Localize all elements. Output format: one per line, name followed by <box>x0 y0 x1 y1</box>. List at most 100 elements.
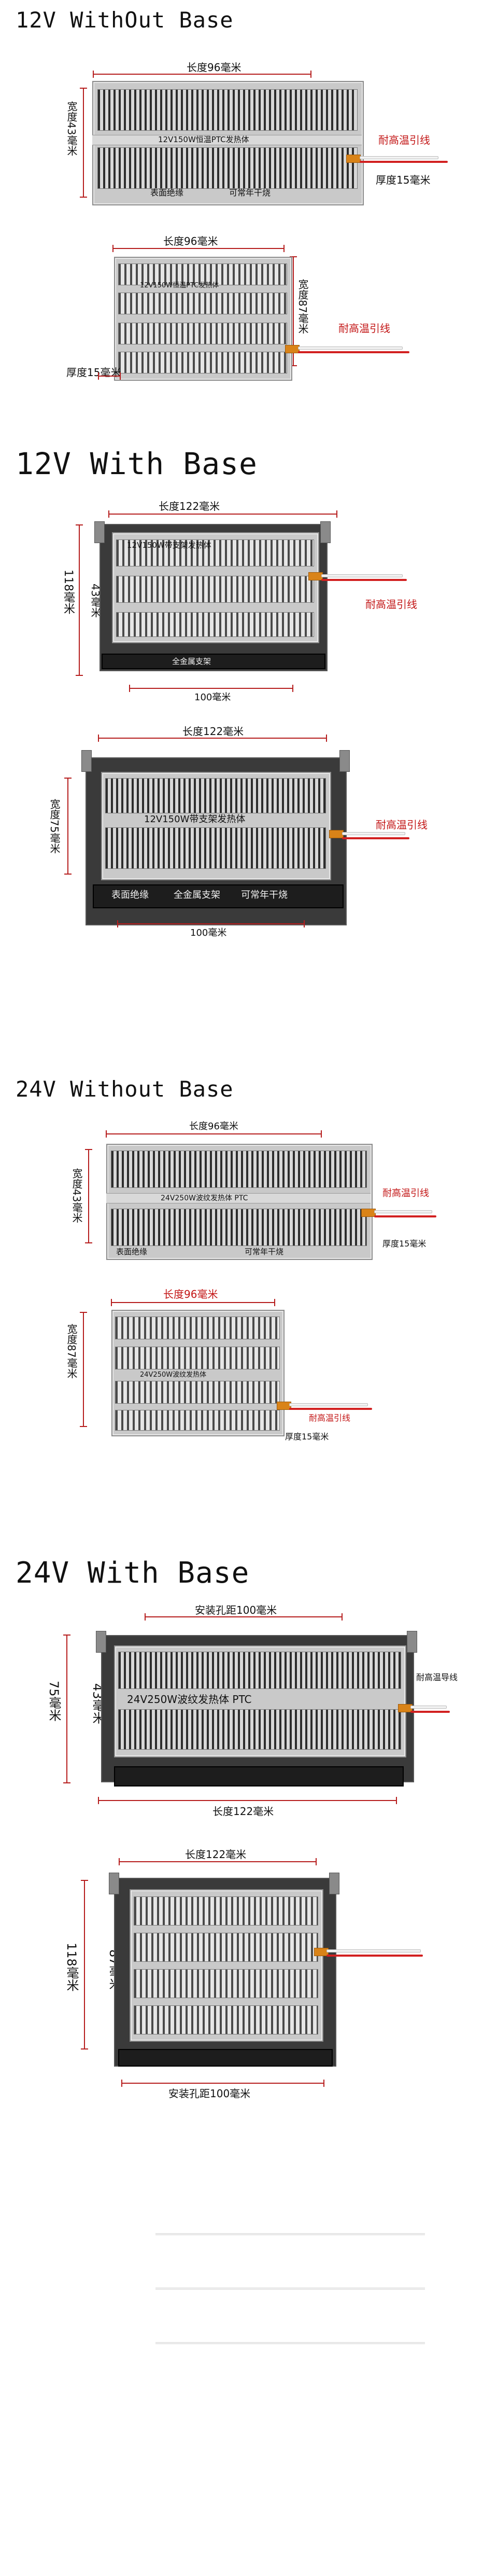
height-label: 118毫米 <box>62 570 75 614</box>
width-dimension-arrow <box>80 1312 87 1427</box>
heater-strip <box>106 1193 371 1203</box>
insulation-label: 表面绝缘 <box>150 188 184 198</box>
wire-connector <box>361 1209 376 1217</box>
heater-fins-3 <box>134 1969 318 1998</box>
length-label: 长度96毫米 <box>163 1288 218 1300</box>
metal-base <box>102 654 325 669</box>
wire-label: 耐高温引线 <box>338 322 390 335</box>
length-dimension-arrow <box>111 1299 275 1306</box>
model-label: 12V150W带支架发热体 <box>127 541 211 550</box>
model-label: 12V150W恒温PTC发热体 <box>140 282 219 289</box>
width-label: 43毫米 <box>89 584 102 618</box>
bracket-label: 全金属支架 <box>172 657 211 666</box>
model-label: 24V250W波纹发热体 PTC <box>127 1693 252 1706</box>
red-wire <box>289 1408 372 1410</box>
thickness-label: 厚度15毫米 <box>376 174 431 186</box>
wire-label: 耐高温引线 <box>378 134 430 146</box>
bottom-label: 长度122毫米 <box>212 1805 274 1818</box>
section-12v-without-base-title: 12V WithOut Base <box>16 7 234 33</box>
red-wire <box>374 1215 436 1217</box>
height-label: 75毫米 <box>47 1681 61 1722</box>
metal-base <box>118 2049 333 2067</box>
model-label: 12V150W带支架发热体 <box>144 814 246 825</box>
model-label: 12V150W恒温PTC发热体 <box>158 135 249 144</box>
left-bracket-top <box>81 750 92 772</box>
wire-label: 耐高温引线 <box>382 1188 429 1199</box>
red-wire <box>298 351 409 353</box>
heater-fins-top <box>118 1652 401 1689</box>
bottom-label: 100毫米 <box>194 692 231 703</box>
left-bracket-top <box>96 1631 106 1653</box>
thickness-label: 厚度15毫米 <box>66 366 121 379</box>
product-12v-without-base-1: 长度96毫米 宽度43毫米 12V150W恒温PTC发热体 表面绝缘 可常年干烧… <box>62 57 448 233</box>
heater-fins-2 <box>118 293 287 314</box>
section-24v-with-base-title: 24V With Base <box>16 1556 250 1590</box>
length-dimension-arrow <box>112 245 285 252</box>
heater-fins-4 <box>118 352 287 373</box>
width-label: 宽度87毫米 <box>296 279 309 334</box>
heater-fins-4 <box>115 1410 280 1431</box>
white-wire <box>321 574 403 577</box>
white-wire <box>326 1949 421 1952</box>
heater-fins-bottom <box>105 827 326 869</box>
insulation-label: 表面绝缘 <box>116 1247 148 1256</box>
heater-fins-1 <box>134 1896 318 1926</box>
bottom-dimension-arrow <box>121 2080 324 2087</box>
heater-fins-top <box>105 778 326 813</box>
wire-label: 耐高温引线 <box>365 598 417 611</box>
length-dimension-arrow <box>108 510 337 518</box>
heater-fins-2 <box>115 1347 280 1369</box>
width-dimension-arrow <box>290 256 297 366</box>
bottom-dimension-arrow <box>129 685 293 692</box>
wire-label: 耐高温引线 <box>376 819 428 831</box>
model-label: 24V250W波纹发热体 <box>140 1371 207 1379</box>
length-label: 长度96毫米 <box>189 1121 238 1132</box>
white-wire <box>298 347 403 350</box>
red-wire <box>342 837 409 839</box>
heater-fins-top <box>111 1151 367 1188</box>
heater-fins-bottom <box>97 147 358 189</box>
wire-connector <box>308 572 323 580</box>
wire-label: 耐高温导线 <box>416 1672 458 1682</box>
insulation-label: 表面绝缘 <box>111 890 149 901</box>
width-dimension-arrow <box>64 778 72 875</box>
heater-fins-4 <box>134 2005 318 2034</box>
white-wire <box>289 1403 368 1406</box>
thickness-label: 厚度15毫米 <box>285 1432 329 1442</box>
bottom-dimension-arrow <box>117 920 305 927</box>
wire-connector <box>285 345 300 353</box>
product-24v-without-base-2: 长度96毫米 宽度87毫米 24V250W波纹发热体 耐高温引线 厚度15毫米 <box>62 1286 425 1458</box>
red-wire <box>360 161 448 163</box>
section-24v-without-base-title: 24V Without Base <box>16 1076 234 1102</box>
heater-fins-2 <box>116 576 314 603</box>
empty-bottom-strip-3 <box>155 2342 425 2344</box>
top-dimension-arrow <box>145 1613 343 1621</box>
right-bracket-top <box>339 750 350 772</box>
heater-fins-3 <box>116 612 314 637</box>
metal-base <box>114 1766 404 1786</box>
model-label: 24V250W波纹发热体 PTC <box>161 1194 248 1202</box>
height-dimension-arrow <box>81 1880 88 2049</box>
width-label: 宽度87毫米 <box>65 1324 78 1379</box>
length-dimension-arrow <box>93 71 311 78</box>
right-bracket-top <box>320 521 331 543</box>
heater-fins-1 <box>118 264 287 285</box>
left-bracket-top <box>94 521 105 543</box>
length-label: 长度96毫米 <box>163 235 218 247</box>
product-12v-without-base-2: 长度96毫米 宽度87毫米 12V150W恒温PTC发热体 耐高温引线 厚度15… <box>57 228 430 405</box>
heater-fins-top <box>97 89 358 131</box>
product-24v-without-base-1: 长度96毫米 宽度43毫米 24V250W波纹发热体 PTC 表面绝缘 可常年干… <box>67 1120 441 1284</box>
height-dimension-arrow <box>63 1635 70 1783</box>
top-label: 安装孔距100毫米 <box>195 1604 277 1616</box>
left-bracket-top <box>109 1873 119 1894</box>
white-wire <box>342 832 405 835</box>
metal-base <box>93 884 344 908</box>
width-dimension-arrow <box>80 88 87 198</box>
product-12v-with-base-1: 长度122毫米 118毫米 43毫米 12V150W带支架发热体 全金属支架 耐… <box>62 498 435 721</box>
thickness-dimension-arrow <box>98 372 121 380</box>
width-label: 宽度75毫米 <box>48 799 61 854</box>
dry-burn-label: 可常年干烧 <box>245 1247 284 1256</box>
product-12v-with-base-2: 长度122毫米 宽度75毫米 12V150W带支架发热体 表面绝缘 全金属支架 … <box>48 721 443 960</box>
width-dimension-arrow <box>85 1149 92 1243</box>
red-wire <box>410 1711 450 1713</box>
